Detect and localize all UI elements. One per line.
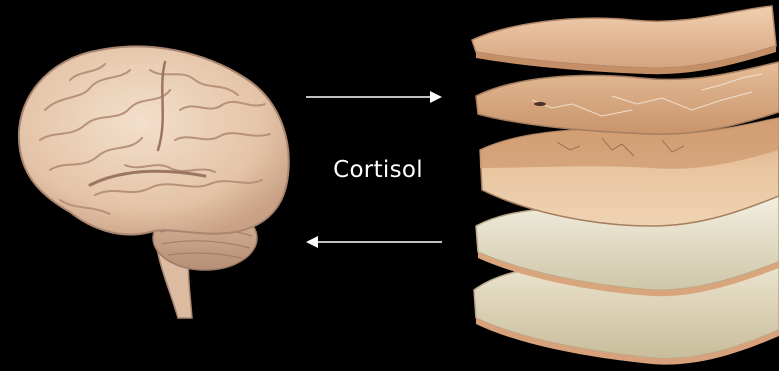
skin-layers-icon [462,0,779,371]
brain-icon [0,0,300,371]
arrow-right-icon [304,89,444,105]
arrow-left-icon [304,234,444,250]
cortisol-label: Cortisol [310,152,446,188]
